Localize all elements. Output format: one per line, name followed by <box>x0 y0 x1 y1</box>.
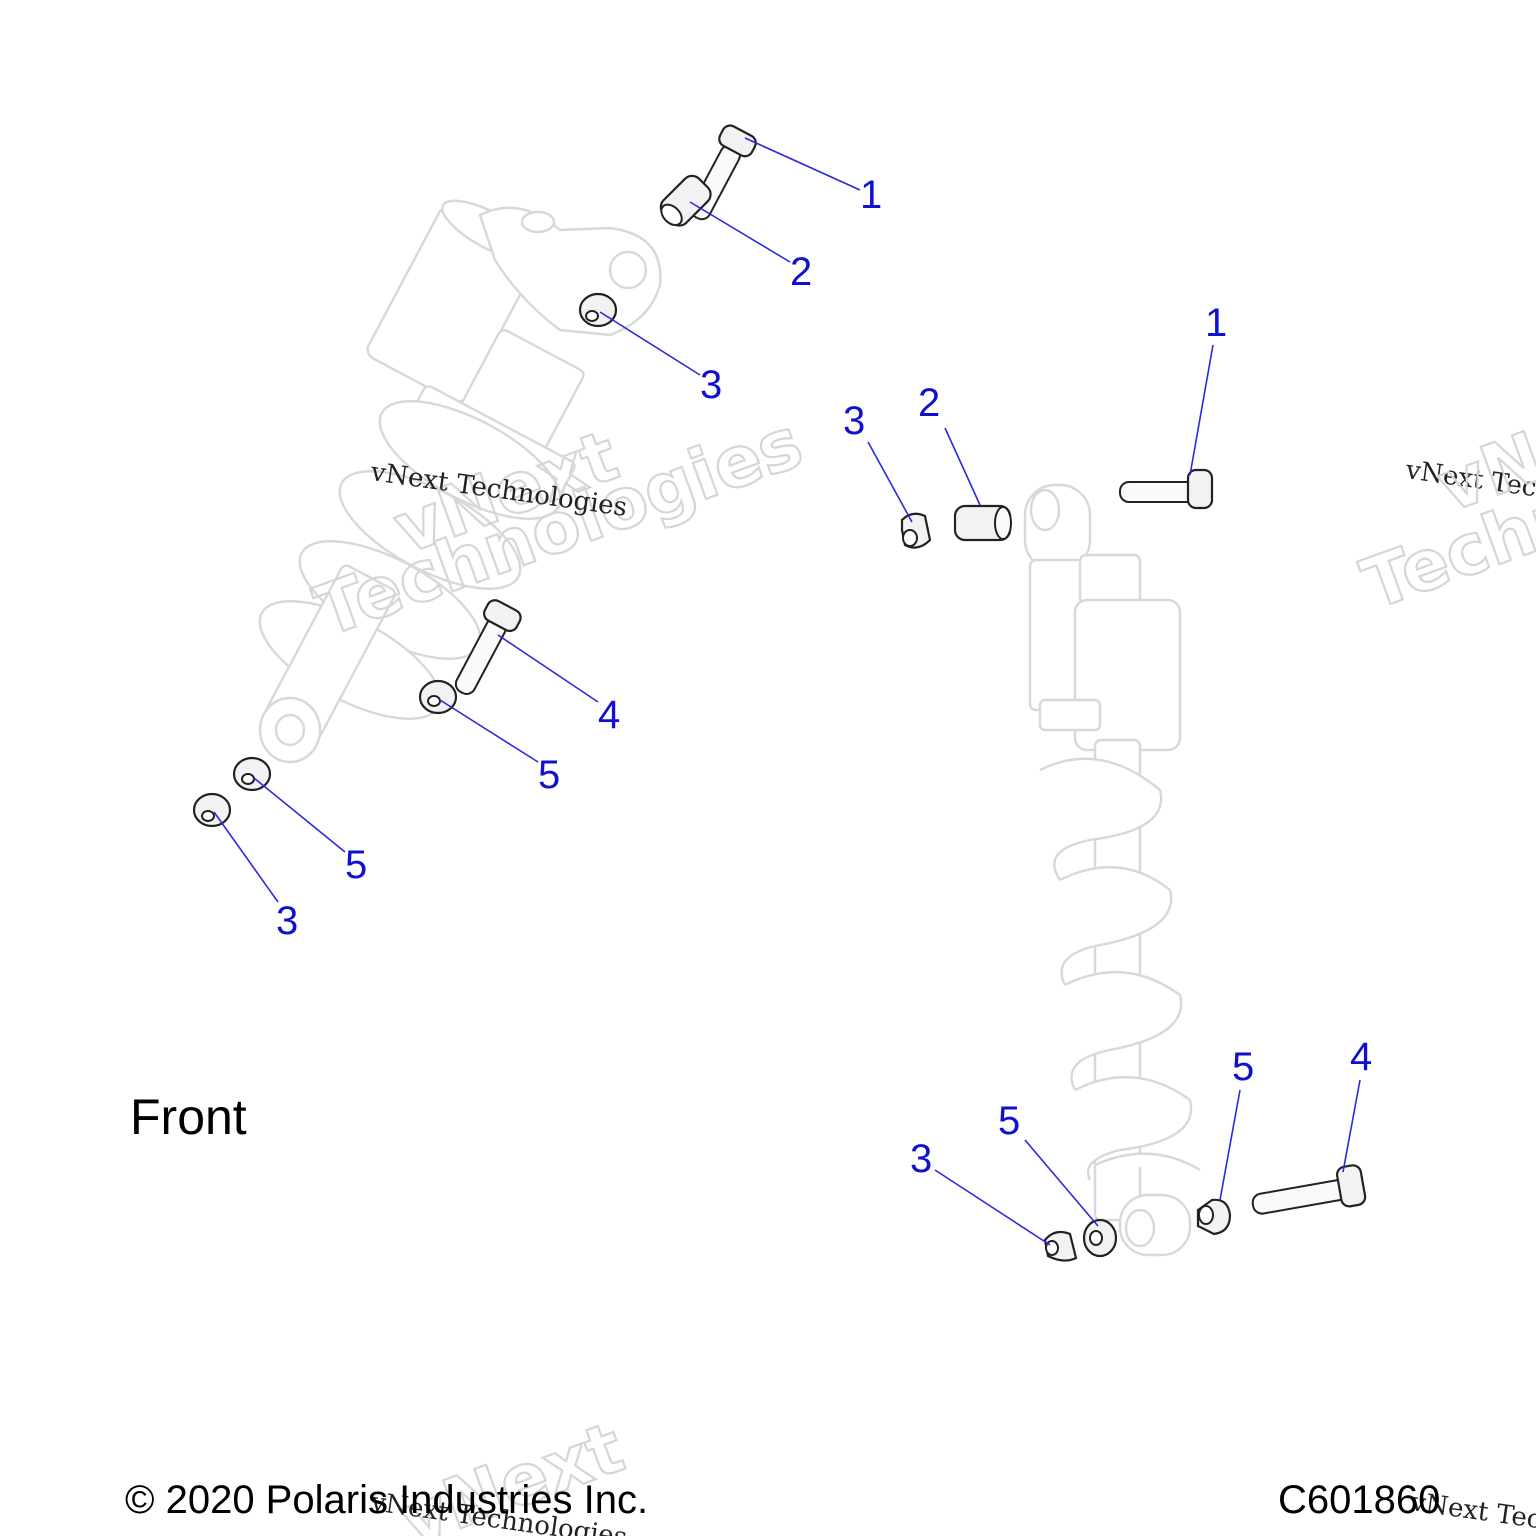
washer-part-5-right-right <box>1196 1198 1232 1236</box>
bushing-part-2-upper-left <box>659 174 712 227</box>
callout-2-right: 2 <box>918 381 940 425</box>
left-shock-top-eye <box>608 250 648 290</box>
washer-part-5-left-lower <box>232 756 272 792</box>
callout-4-left: 4 <box>598 693 620 737</box>
right-shock-spring <box>1039 757 1201 1181</box>
right-shock-reservoir-cap <box>1078 553 1142 607</box>
bushing-part-3-left-lower <box>192 792 232 828</box>
callout-5-left-mid: 5 <box>538 753 560 797</box>
bushing-part-2-right <box>953 504 1012 542</box>
callout-3-left-lower: 3 <box>276 899 298 943</box>
copyright-notice: © 2020 Polaris Industries Inc. <box>125 1478 649 1522</box>
callout-5-left-lower: 5 <box>345 843 367 887</box>
leader-lines <box>213 137 1361 1246</box>
bushing-part-3-right-upper <box>900 512 932 549</box>
front-orientation-label: Front <box>130 1089 247 1145</box>
bushing-part-3-right-lower <box>1043 1230 1078 1262</box>
callout-3-right-upper: 3 <box>843 399 865 443</box>
washer-part-5-right-left <box>1082 1218 1118 1258</box>
callout-4-right: 4 <box>1350 1035 1372 1079</box>
callout-1-upper-left: 1 <box>860 173 882 217</box>
bolt-part-4-left <box>454 599 522 695</box>
callout-5-right-left: 5 <box>998 1099 1020 1143</box>
callout-3-right-lower: 3 <box>910 1137 932 1181</box>
left-shock-assembly <box>258 199 662 764</box>
bushing-part-3-upper-left <box>578 292 618 328</box>
bolt-part-1-right <box>1119 468 1214 510</box>
illustration-code: C601860 <box>1278 1478 1441 1522</box>
right-shock-assembly <box>1023 483 1201 1257</box>
callout-3-upper-left: 3 <box>700 363 722 407</box>
callout-1-right: 1 <box>1205 301 1227 345</box>
callout-numbers: 1 2 3 4 5 5 3 1 2 3 5 4 5 3 <box>276 173 1372 1181</box>
callout-5-right-right: 5 <box>1232 1045 1254 1089</box>
bolt-part-4-right <box>1251 1164 1367 1215</box>
callout-2-upper-left: 2 <box>790 250 812 294</box>
washer-part-5-left-mid <box>418 679 458 715</box>
